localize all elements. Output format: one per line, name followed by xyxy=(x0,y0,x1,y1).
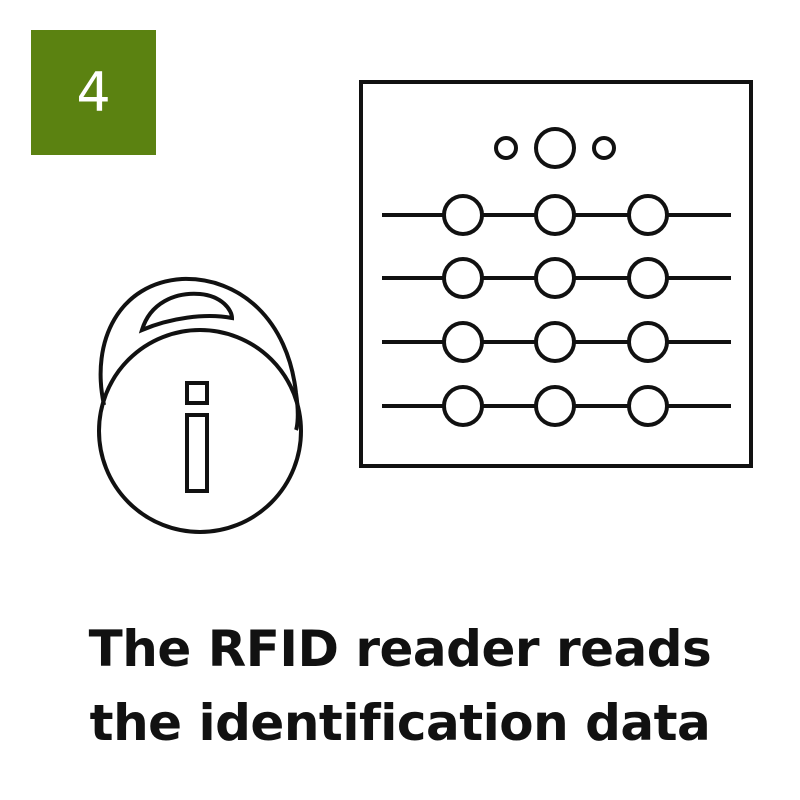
keypad-button xyxy=(627,194,669,236)
reader-indicator-lights xyxy=(494,127,616,169)
caption-line-1: The RFID reader reads xyxy=(88,620,712,678)
caption-line-2: the identification data xyxy=(89,694,711,752)
rfid-key-fob-icon xyxy=(97,276,303,534)
keypad-button xyxy=(442,194,484,236)
keypad-button xyxy=(627,257,669,299)
keypad-button xyxy=(534,257,576,299)
keypad-row xyxy=(382,194,731,236)
key-fob-disc xyxy=(97,328,303,534)
step-number: 4 xyxy=(76,60,111,124)
keypad-button xyxy=(534,385,576,427)
keypad-button xyxy=(534,194,576,236)
keypad-row xyxy=(382,257,731,299)
info-icon xyxy=(185,381,209,493)
rfid-reader-icon xyxy=(359,80,753,468)
caption: The RFID reader reads the identification… xyxy=(0,612,800,760)
keypad-button xyxy=(442,385,484,427)
keypad-button xyxy=(627,385,669,427)
keyring-hole-icon xyxy=(138,291,235,334)
keypad-row xyxy=(382,385,731,427)
step-badge: 4 xyxy=(31,30,156,155)
keypad-button xyxy=(627,321,669,363)
reader-keypad xyxy=(382,194,731,427)
keypad-row xyxy=(382,321,731,363)
keypad-button xyxy=(534,321,576,363)
keypad-button xyxy=(442,257,484,299)
keypad-button xyxy=(442,321,484,363)
reader-frame xyxy=(359,80,753,468)
